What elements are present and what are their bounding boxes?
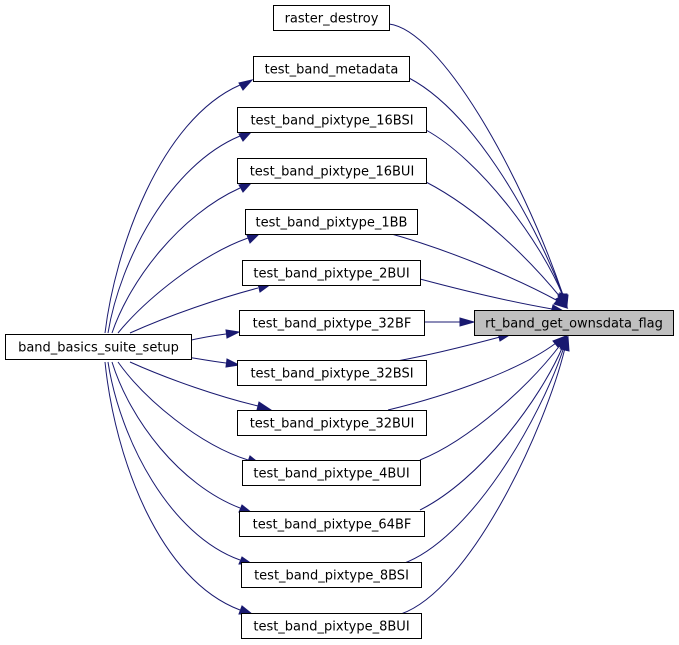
node-label: rt_band_get_ownsdata_flag — [485, 317, 663, 332]
edge-band_basics_suite_setup-to-test_band_pixtype_8BSI — [107, 361, 254, 565]
node-band_basics_suite_setup[interactable]: band_basics_suite_setup — [5, 334, 192, 360]
node-label: raster_destroy — [285, 12, 379, 27]
node-label: test_band_pixtype_16BUI — [250, 165, 415, 180]
node-label: test_band_pixtype_32BUI — [250, 417, 415, 432]
node-label: band_basics_suite_setup — [18, 341, 179, 356]
node-test_band_pixtype_4BUI[interactable]: test_band_pixtype_4BUI — [242, 460, 421, 486]
edge-test_band_pixtype_32BF-to-rt_band_get_ownsdata_flag — [424, 317, 476, 327]
node-test_band_pixtype_2BUI[interactable]: test_band_pixtype_2BUI — [242, 260, 421, 286]
node-test_band_pixtype_64BF[interactable]: test_band_pixtype_64BF — [239, 511, 425, 537]
node-label: test_band_pixtype_64BF — [253, 518, 412, 533]
node-raster_destroy[interactable]: raster_destroy — [273, 5, 390, 31]
node-test_band_pixtype_1BB[interactable]: test_band_pixtype_1BB — [245, 209, 418, 235]
node-label: test_band_pixtype_8BSI — [254, 569, 409, 584]
node-test_band_pixtype_32BSI[interactable]: test_band_pixtype_32BSI — [237, 360, 427, 386]
edge-band_basics_suite_setup-to-test_band_pixtype_64BF — [111, 361, 254, 514]
node-label: test_band_pixtype_32BF — [253, 317, 412, 332]
edge-test_band_pixtype_2BUI-to-rt_band_get_ownsdata_flag — [419, 278, 567, 314]
node-label: test_band_pixtype_16BSI — [250, 114, 413, 129]
node-label: test_band_pixtype_1BB — [256, 216, 408, 231]
node-label: test_band_metadata — [265, 63, 399, 78]
edge-test_band_pixtype_32BSI-to-rt_band_get_ownsdata_flag — [396, 332, 513, 362]
node-rt_band_get_ownsdata_flag[interactable]: rt_band_get_ownsdata_flag — [474, 310, 674, 336]
edge-test_band_pixtype_16BUI-to-rt_band_get_ownsdata_flag — [425, 181, 568, 309]
node-test_band_metadata[interactable]: test_band_metadata — [253, 56, 410, 82]
edge-band_basics_suite_setup-to-test_band_pixtype_1BB — [117, 232, 262, 334]
edge-test_band_pixtype_1BB-to-rt_band_get_ownsdata_flag — [387, 232, 569, 309]
edge-band_basics_suite_setup-to-test_band_metadata — [104, 79, 254, 334]
edge-band_basics_suite_setup-to-test_band_pixtype_32BF — [186, 329, 241, 342]
edge-test_band_metadata-to-rt_band_get_ownsdata_flag — [408, 77, 568, 307]
node-label: test_band_pixtype_32BSI — [250, 367, 413, 382]
node-test_band_pixtype_16BSI[interactable]: test_band_pixtype_16BSI — [237, 107, 427, 133]
edge-band_basics_suite_setup-to-test_band_pixtype_32BSI — [186, 356, 241, 368]
node-label: test_band_pixtype_4BUI — [253, 467, 409, 482]
node-test_band_pixtype_8BUI[interactable]: test_band_pixtype_8BUI — [241, 613, 422, 639]
edge-band_basics_suite_setup-to-test_band_pixtype_16BUI — [111, 181, 254, 334]
node-label: test_band_pixtype_8BUI — [253, 620, 409, 635]
node-test_band_pixtype_32BF[interactable]: test_band_pixtype_32BF — [239, 310, 425, 336]
edge-test_band_pixtype_8BUI-to-rt_band_get_ownsdata_flag — [400, 335, 570, 615]
node-test_band_pixtype_8BSI[interactable]: test_band_pixtype_8BSI — [241, 562, 422, 588]
node-test_band_pixtype_32BUI[interactable]: test_band_pixtype_32BUI — [237, 410, 427, 436]
node-label: test_band_pixtype_2BUI — [253, 267, 409, 282]
edge-test_band_pixtype_4BUI-to-rt_band_get_ownsdata_flag — [419, 334, 568, 461]
node-test_band_pixtype_16BUI[interactable]: test_band_pixtype_16BUI — [237, 158, 427, 184]
